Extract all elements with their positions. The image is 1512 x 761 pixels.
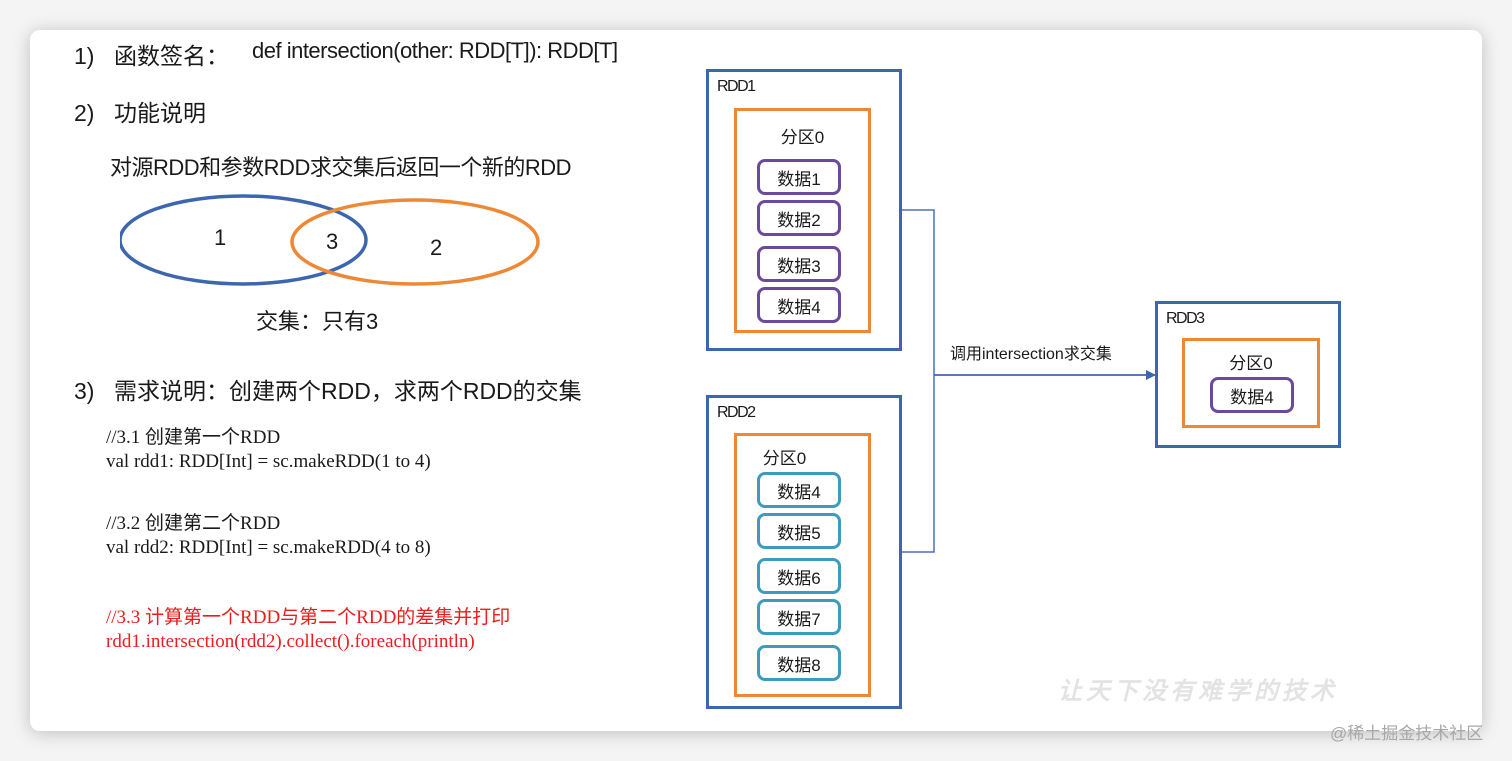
- code-comment: //3.3 计算第一个RDD与第二个RDD的差集并打印: [106, 607, 511, 628]
- venn-diagram: [120, 194, 540, 286]
- data-item: 数据7: [757, 599, 841, 635]
- rdd3-box: RDD3 分区0 数据4: [1155, 301, 1341, 448]
- partition-title: 分区0: [762, 449, 807, 468]
- rdd1-connector: [901, 209, 935, 553]
- code-comment: //3.2 创建第二个RDD: [106, 513, 281, 534]
- venn-caption: 交集：只有3: [256, 309, 379, 334]
- data-item: 数据2: [757, 200, 841, 236]
- signature-heading: 1) 函数签名：: [74, 37, 229, 71]
- venn-intersection-label: 3: [326, 229, 339, 254]
- section-number: 2): [74, 100, 95, 126]
- partition-title: 分区0: [780, 128, 825, 147]
- data-item: 数据3: [757, 246, 841, 282]
- function-signature: def intersection(other: RDD[T]): RDD[T]: [252, 38, 618, 63]
- code-line: rdd1.intersection(rdd2).collect().foreac…: [106, 631, 475, 652]
- partition-title: 分区0: [1229, 354, 1273, 373]
- section-number: 3): [74, 378, 95, 404]
- code-block-2: //3.2 创建第二个RDD val rdd2: RDD[Int] = sc.m…: [106, 512, 431, 560]
- partition-box: 分区0 数据1 数据2 数据3 数据4: [734, 108, 871, 333]
- venn-right-label: 2: [430, 235, 443, 260]
- requirement-heading: 3) 需求说明：创建两个RDD，求两个RDD的交集: [74, 372, 582, 406]
- source-credit: @稀土掘金技术社区: [1330, 724, 1484, 743]
- watermark: 让天下没有难学的技术: [1058, 676, 1338, 705]
- rdd-title: RDD3: [1166, 310, 1205, 327]
- call-label: 调用intersection求交集: [950, 346, 1112, 363]
- rdd-title: RDD1: [717, 78, 756, 95]
- venn-left-label: 1: [214, 225, 227, 250]
- rdd1-box: RDD1 分区0 数据1 数据2 数据3 数据4: [706, 69, 902, 351]
- code-line: val rdd2: RDD[Int] = sc.makeRDD(4 to 8): [106, 537, 431, 558]
- partition-box: 分区0 数据4 数据5 数据6 数据7 数据8: [734, 433, 871, 697]
- function-heading: 2) 功能说明: [74, 94, 206, 128]
- section-number: 1): [74, 43, 95, 69]
- section-label: 函数签名：: [114, 43, 229, 69]
- data-item: 数据4: [757, 472, 841, 508]
- data-item: 数据4: [757, 287, 841, 323]
- rdd2-box: RDD2 分区0 数据4 数据5 数据6 数据7 数据8: [706, 395, 902, 709]
- code-comment: //3.1 创建第一个RDD: [106, 427, 281, 448]
- venn-right-set: [290, 198, 540, 286]
- code-block-1: //3.1 创建第一个RDD val rdd1: RDD[Int] = sc.m…: [106, 426, 431, 474]
- function-description: 对源RDD和参数RDD求交集后返回一个新的RDD: [110, 155, 572, 180]
- code-line: val rdd1: RDD[Int] = sc.makeRDD(1 to 4): [106, 451, 431, 472]
- section-label: 需求说明：创建两个RDD，求两个RDD的交集: [114, 378, 582, 404]
- code-block-3: //3.3 计算第一个RDD与第二个RDD的差集并打印 rdd1.interse…: [106, 606, 510, 654]
- venn-left-set: [120, 194, 368, 286]
- data-item: 数据4: [1210, 377, 1294, 413]
- data-item: 数据6: [757, 558, 841, 594]
- data-item: 数据8: [757, 645, 841, 681]
- partition-box: 分区0 数据4: [1182, 338, 1320, 428]
- rdd-title: RDD2: [717, 404, 756, 421]
- data-item: 数据1: [757, 159, 841, 195]
- data-item: 数据5: [757, 513, 841, 549]
- section-label: 功能说明: [114, 100, 206, 126]
